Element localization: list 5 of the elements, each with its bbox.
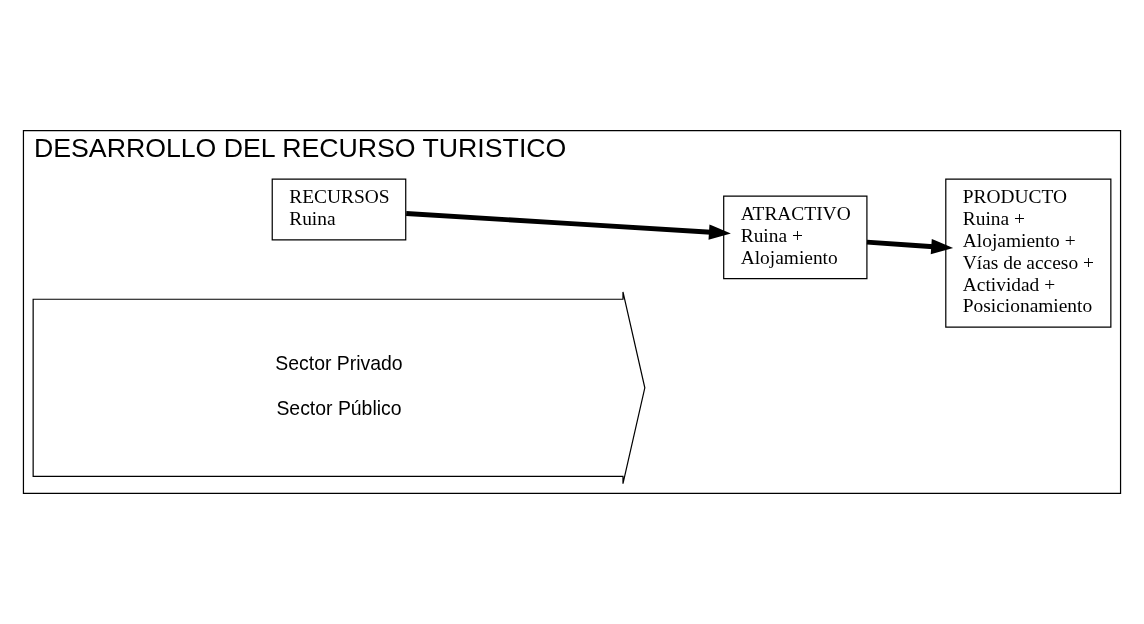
node-box: ATRACTIVO Ruina + Alojamiento xyxy=(723,195,868,280)
arrow xyxy=(866,238,954,255)
arrow xyxy=(406,211,731,240)
node-box: RECURSOS Ruina xyxy=(271,178,407,241)
node-box: PRODUCTO Ruina + Alojamiento + Vías de acceso + Actividad + Posicionamiento xyxy=(945,178,1112,328)
